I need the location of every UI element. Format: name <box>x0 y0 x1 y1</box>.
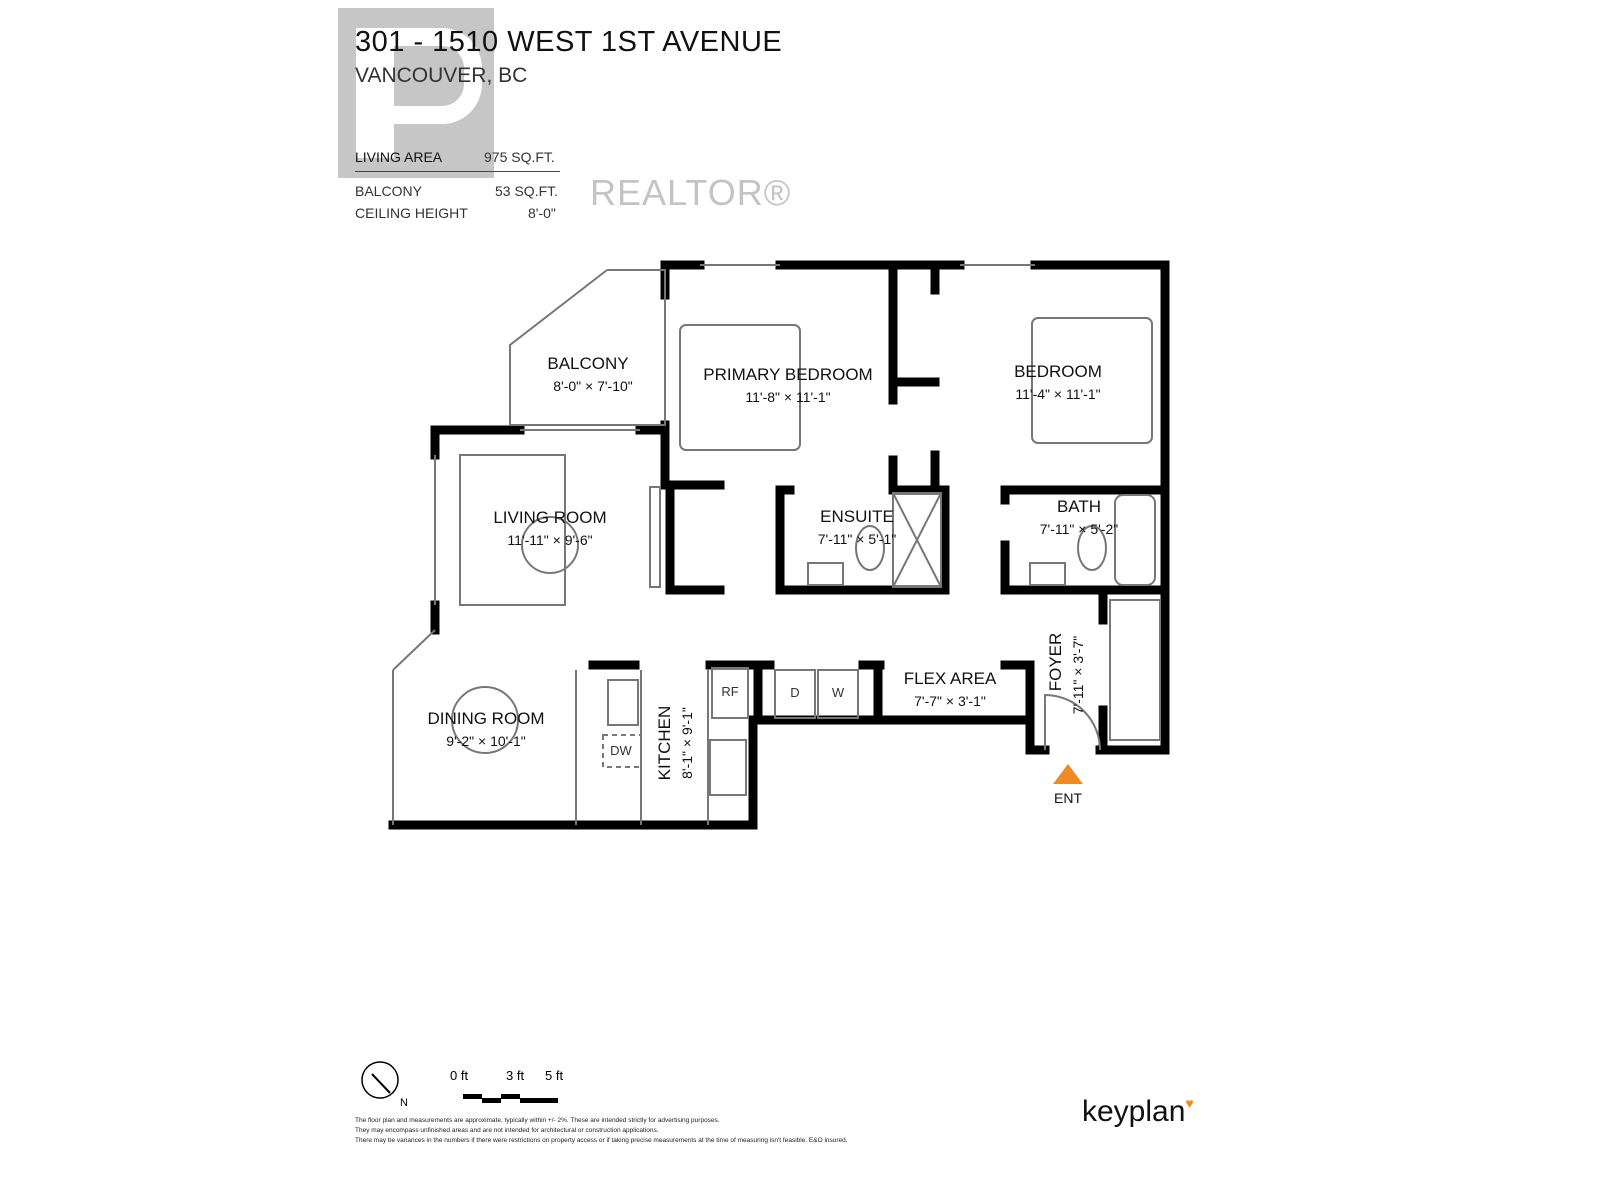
room-dims-balcony: 8'-0" × 7'-10" <box>553 378 633 394</box>
brand-mark-icon: ♥ <box>1185 1095 1194 1111</box>
entrance-label: ENT <box>1054 790 1082 806</box>
property-address: 301 - 1510 WEST 1ST AVENUE <box>355 26 783 58</box>
room-name-primary-bedroom: PRIMARY BEDROOM <box>703 365 872 384</box>
spec-label-balcony: BALCONY <box>355 183 422 199</box>
keyplan-logo: keyplan♥ <box>1082 1095 1194 1129</box>
spec-value-ceiling: 8'-0" <box>528 205 556 221</box>
room-dims-ensuite: 7'-11" × 5'-1" <box>818 531 896 547</box>
walls <box>388 260 1170 830</box>
scale-bar <box>463 1094 558 1103</box>
scale-label-3: 3 ft <box>506 1068 524 1083</box>
spec-value-living-area: 975 SQ.FT. <box>484 149 555 165</box>
room-name-balcony: BALCONY <box>547 354 628 373</box>
room-name-kitchen: KITCHEN <box>655 706 674 781</box>
room-name-living-room: LIVING ROOM <box>493 508 606 527</box>
room-dims-dining-room: 9'-2" × 10'-1" <box>446 733 526 749</box>
appliance-dryer: D <box>790 685 799 700</box>
room-dims-kitchen: 8'-1" × 9'-1" <box>679 707 695 779</box>
appliance-fridge: RF <box>721 684 738 699</box>
disclaimer-line-1: The floor plan and measurements are appr… <box>355 1117 720 1124</box>
spec-label-ceiling: CEILING HEIGHT <box>355 205 468 221</box>
room-name-bedroom: BEDROOM <box>1014 362 1102 381</box>
scale-label-0: 0 ft <box>450 1068 468 1083</box>
entrance-arrow-icon <box>1053 764 1083 784</box>
room-name-flex-area: FLEX AREA <box>904 669 997 688</box>
appliance-washer: W <box>832 685 845 700</box>
realtor-watermark-text: REALTOR® <box>590 172 792 213</box>
room-dims-flex-area: 7'-7" × 3'-1" <box>914 693 986 709</box>
room-dims-foyer: 7'-11" × 3'-7" <box>1070 636 1086 714</box>
room-name-dining-room: DINING ROOM <box>427 709 544 728</box>
room-dims-living-room: 11'-11" × 9'-6" <box>507 532 592 548</box>
scale-label-5: 5 ft <box>545 1068 563 1083</box>
room-name-foyer: FOYER <box>1046 633 1065 692</box>
windows-and-thin-walls <box>392 264 1161 825</box>
brand-name: keyplan <box>1082 1095 1186 1128</box>
appliance-dishwasher: DW <box>610 743 632 758</box>
room-dims-bath: 7'-11" × 5'-2" <box>1040 521 1118 537</box>
north-arrow-icon <box>361 1061 399 1099</box>
spec-value-balcony: 53 SQ.FT. <box>495 183 559 199</box>
property-city: VANCOUVER, BC <box>355 64 528 87</box>
room-name-ensuite: ENSUITE <box>820 507 894 526</box>
realtor-watermark-logo <box>338 8 494 178</box>
room-name-bath: BATH <box>1057 497 1101 516</box>
room-dims-bedroom: 11'-4" × 11'-1" <box>1015 386 1100 402</box>
disclaimer-line-2: They may encompass unfinished areas and … <box>355 1127 659 1134</box>
room-labels: BALCONY 8'-0" × 7'-10" PRIMARY BEDROOM 1… <box>427 354 1118 780</box>
north-label: N <box>400 1097 408 1109</box>
spec-label-living-area: LIVING AREA <box>355 149 443 165</box>
spec-divider <box>355 171 560 172</box>
disclaimer-line-3: There may be variances in the numbers if… <box>355 1137 848 1144</box>
room-dims-primary-bedroom: 11'-8" × 11'-1" <box>745 389 830 405</box>
